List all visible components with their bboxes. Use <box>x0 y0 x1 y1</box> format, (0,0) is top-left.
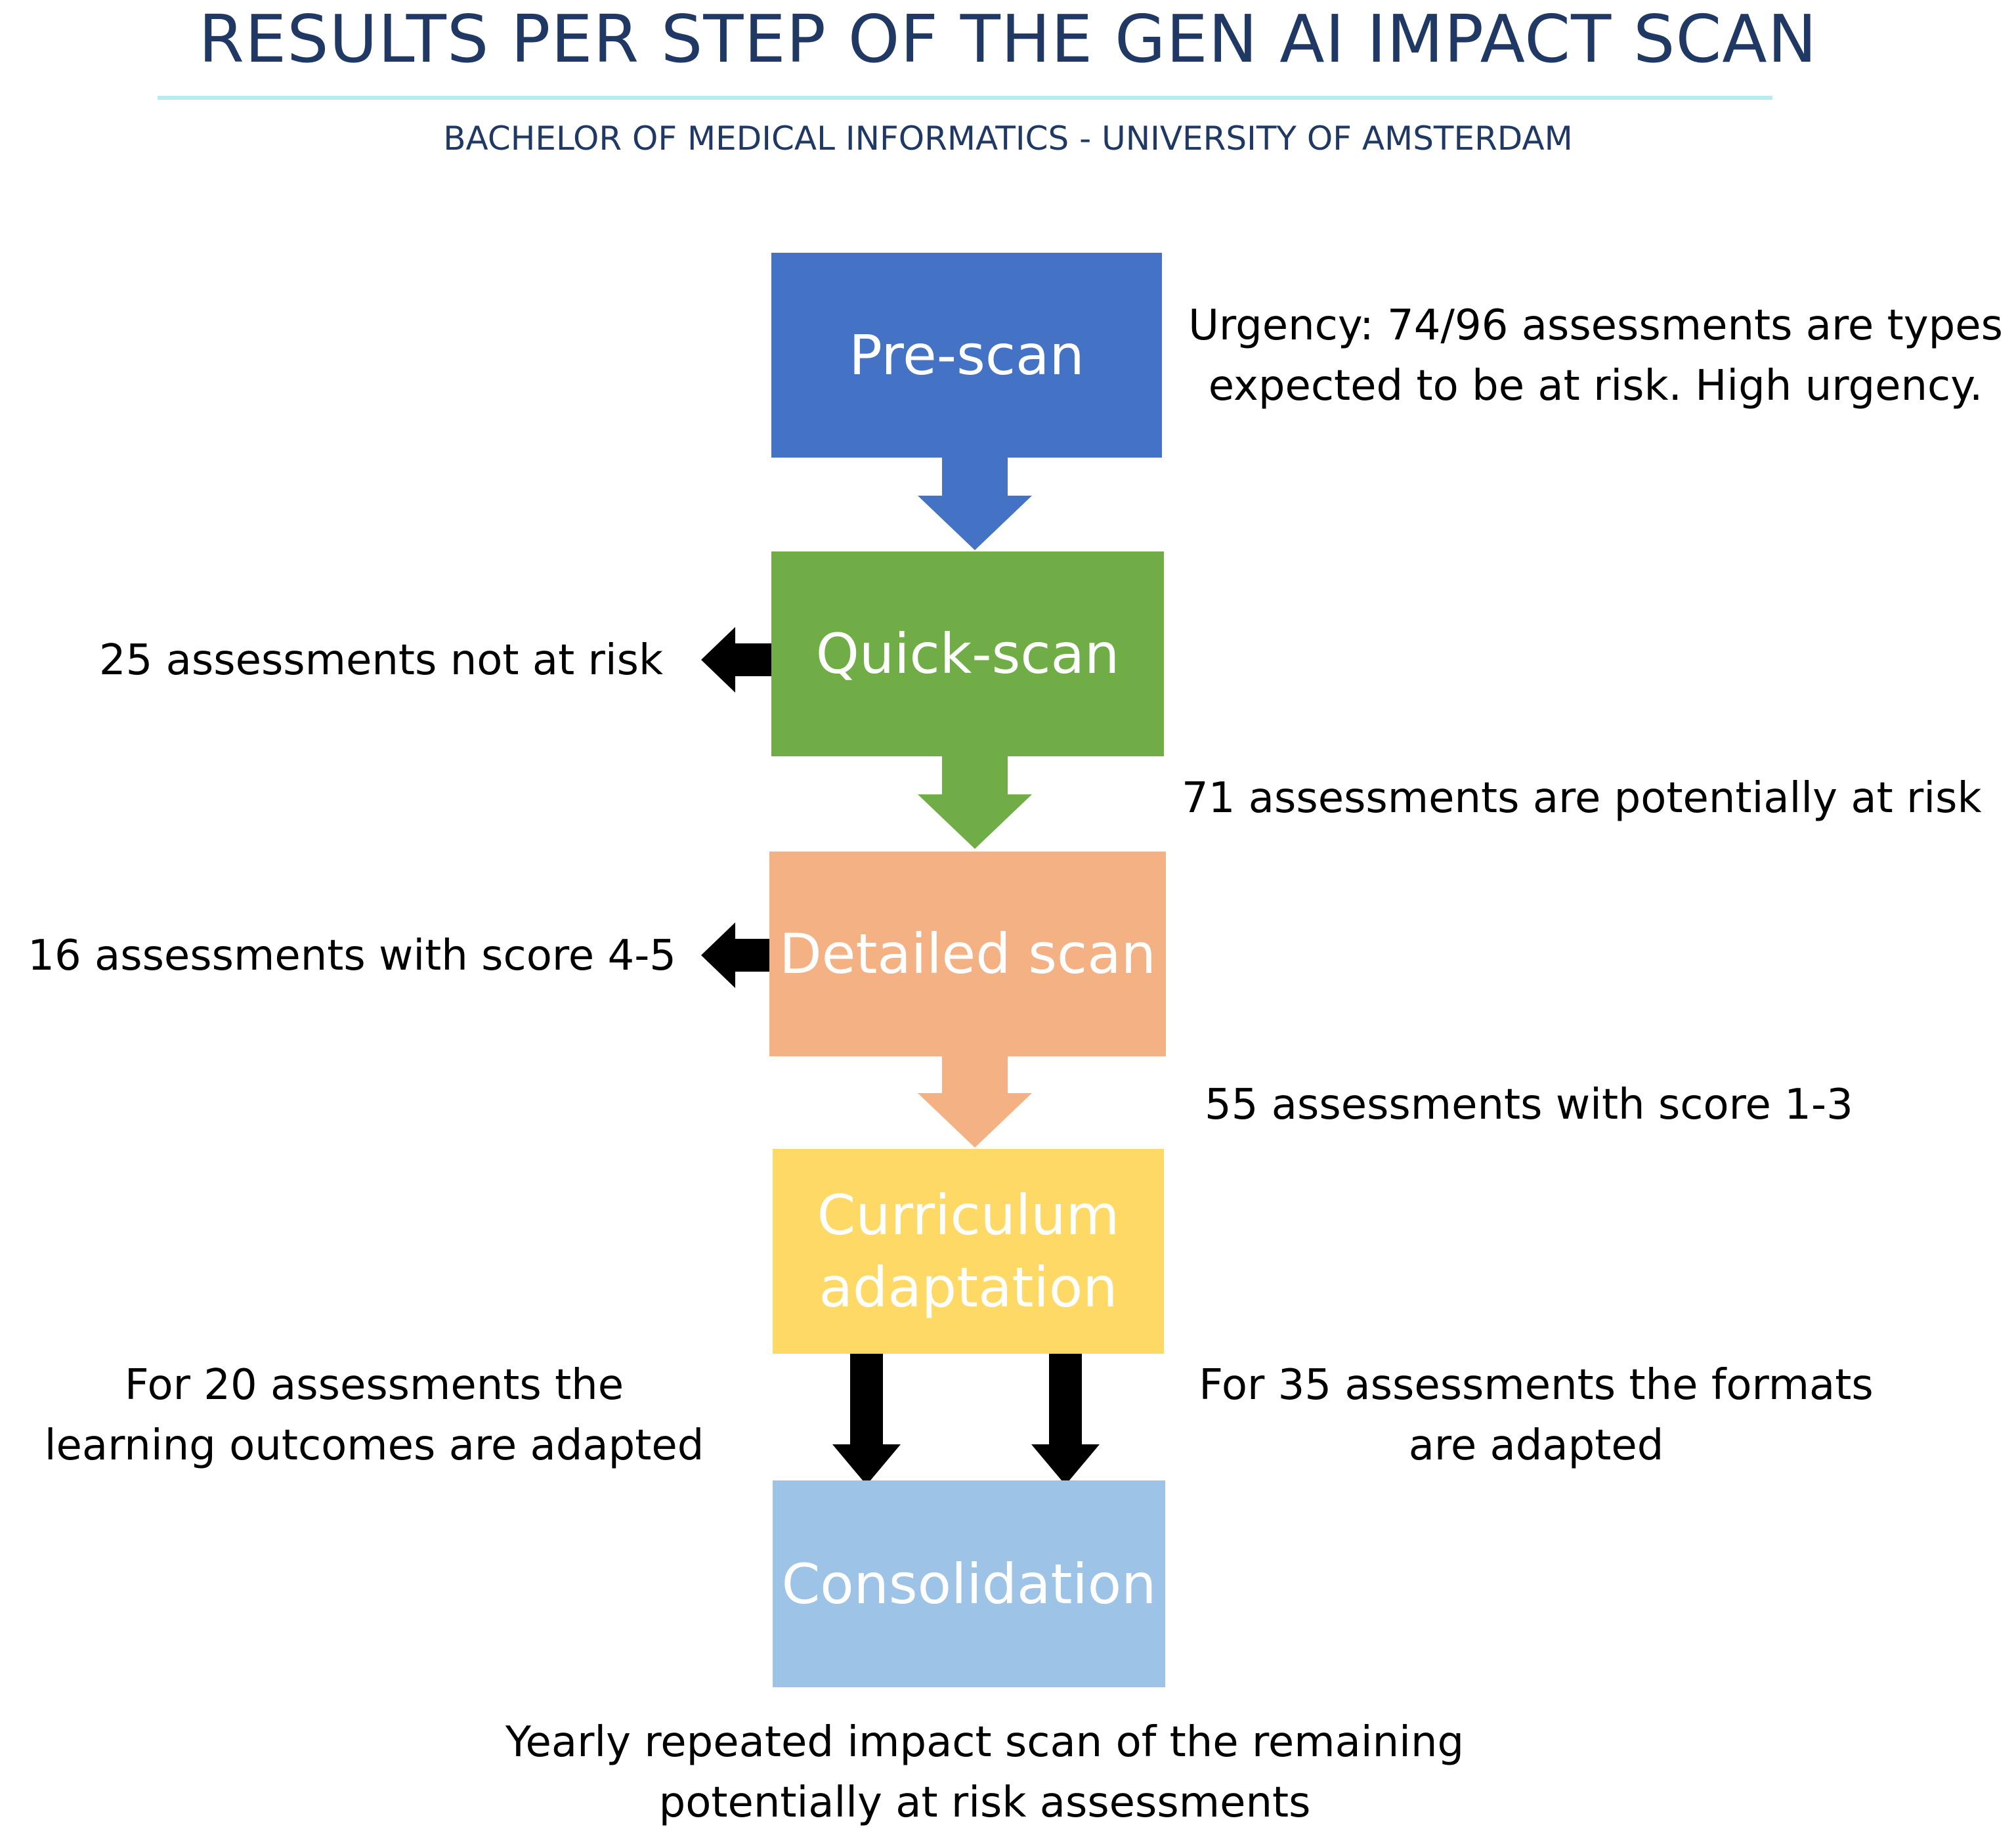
arrow-quickscan-left <box>701 627 771 693</box>
note-not-at-risk-text: 25 assessments not at risk <box>98 636 663 685</box>
note-prescan-line2: expected to be at risk. High urgency. <box>1208 362 1983 410</box>
step-detailed-scan-label: Detailed scan <box>779 922 1156 986</box>
arrow-detailed-to-curriculum <box>918 1054 1032 1148</box>
note-score-1-3-text: 55 assessments with score 1-3 <box>1205 1081 1853 1129</box>
step-prescan-label: Pre-scan <box>849 323 1084 387</box>
note-formats-line2: are adapted <box>1408 1421 1664 1470</box>
arrow-curriculum-to-consolidation-right <box>1031 1352 1100 1485</box>
arrow-quickscan-to-detailed <box>918 755 1032 849</box>
step-quickscan: Quick-scan <box>771 551 1164 756</box>
step-consolidation-label: Consolidation <box>781 1551 1157 1616</box>
step-consolidation: Consolidation <box>773 1480 1165 1687</box>
note-yearly-repeated-scan: Yearly repeated impact scan of the remai… <box>295 1712 1674 1833</box>
step-curriculum-adaptation: Curriculum adaptation <box>773 1149 1164 1354</box>
note-outcomes-line1: For 20 assessments the <box>124 1361 624 1410</box>
note-score-4-5-text: 16 assessments with score 4-5 <box>28 932 676 980</box>
step-prescan: Pre-scan <box>771 253 1162 458</box>
step-detailed-scan: Detailed scan <box>769 852 1166 1056</box>
page-title: RESULTS PER STEP OF THE GEN AI IMPACT SC… <box>198 1 1818 77</box>
note-not-at-risk: 25 assessments not at risk <box>0 630 663 691</box>
note-score-1-3: 55 assessments with score 1-3 <box>1205 1075 2016 1135</box>
note-formats-line1: For 35 assessments the formats <box>1199 1361 1874 1410</box>
note-yearly-line1: Yearly repeated impact scan of the remai… <box>505 1718 1465 1767</box>
page-subtitle: BACHELOR OF MEDICAL INFORMATICS - UNIVER… <box>443 119 1573 158</box>
note-outcomes-line2: learning outcomes are adapted <box>44 1421 704 1470</box>
step-curriculum-label-line2: adaptation <box>819 1255 1118 1320</box>
note-prescan-urgency: Urgency: 74/96 assessments are types exp… <box>1175 295 2016 416</box>
arrow-prescan-to-quickscan <box>918 456 1032 550</box>
note-potentially-at-risk-text: 71 assessments are potentially at risk <box>1182 774 1982 823</box>
note-score-4-5: 16 assessments with score 4-5 <box>0 926 676 986</box>
arrow-curriculum-to-consolidation-left <box>832 1352 901 1485</box>
note-formats-adapted: For 35 assessments the formats are adapt… <box>1175 1355 1897 1476</box>
title-underline <box>158 96 1772 100</box>
step-curriculum-label-line1: Curriculum <box>817 1183 1120 1247</box>
arrow-detailed-left <box>701 922 771 988</box>
note-prescan-line1: Urgency: 74/96 assessments are types <box>1188 301 2003 350</box>
step-quickscan-label: Quick-scan <box>815 622 1120 686</box>
note-outcomes-adapted: For 20 assessments the learning outcomes… <box>0 1355 748 1476</box>
note-yearly-line2: potentially at risk assessments <box>658 1779 1311 1827</box>
note-potentially-at-risk: 71 assessments are potentially at risk <box>1182 768 2016 829</box>
